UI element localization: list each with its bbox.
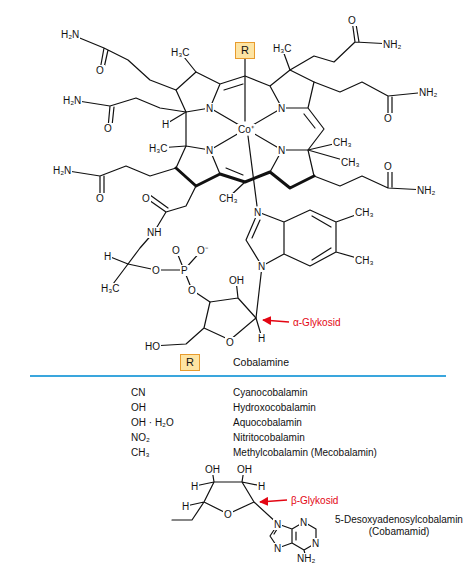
atom-label: O xyxy=(383,113,393,124)
ribose-ring xyxy=(172,469,278,524)
corrin-ring xyxy=(176,70,324,188)
atom-label: CH₃ xyxy=(332,137,353,148)
atom-label: H xyxy=(257,333,266,344)
table-cell: CN xyxy=(130,387,146,398)
atom-label: O xyxy=(103,123,113,134)
atom-label: OH xyxy=(236,464,253,475)
substituent-box: R xyxy=(180,354,200,371)
benzimidazole-ring xyxy=(246,210,364,318)
table-rule xyxy=(30,375,446,377)
atom-label: O xyxy=(151,265,161,276)
compound-name: 5-Desoxyadenosylcobalamin (Cobamamid) xyxy=(328,514,470,538)
substituent-box: R xyxy=(235,42,255,59)
atom-label: NH₂ xyxy=(416,185,436,196)
substituent-symbol: R xyxy=(241,44,249,56)
table-cell: OH · H₂O xyxy=(130,417,175,428)
corrin-front-edge xyxy=(176,168,314,188)
atom-label: O xyxy=(225,337,235,348)
substituent-symbol: R xyxy=(186,356,194,368)
atom-label: O xyxy=(383,161,393,172)
glycoside-arrow xyxy=(260,500,287,502)
table-cell: OH xyxy=(130,402,147,413)
atom-label: H₃C xyxy=(100,283,121,294)
atom-label: O xyxy=(347,15,357,26)
atom-label: P xyxy=(180,265,189,276)
atom-label: N xyxy=(277,103,286,114)
atom-label: O xyxy=(223,509,233,520)
table-cell: Nitritocobalamin xyxy=(232,432,306,443)
atom-label: N xyxy=(273,543,282,554)
table-cell: Aquocobalamin xyxy=(232,417,303,428)
atom-label: N xyxy=(205,103,214,114)
atom-label: H₂N xyxy=(60,29,80,40)
cobalt-bond xyxy=(210,59,282,206)
atom-label: NH xyxy=(146,227,162,238)
atom-label: NH₂ xyxy=(418,87,438,98)
atom-label: H xyxy=(161,119,170,130)
atom-label: H₃C xyxy=(170,47,191,58)
atom-label: O xyxy=(95,193,105,204)
atom-label: O xyxy=(171,245,181,256)
atom-label: H xyxy=(257,481,266,492)
ribose-ring xyxy=(152,280,262,346)
atom-label: H₂N xyxy=(52,165,72,176)
atom-label: H₃C xyxy=(148,143,169,154)
atom-label: OH xyxy=(228,275,245,286)
glycoside-label: β-Glykosid xyxy=(290,495,339,506)
atom-label: CH₃ xyxy=(354,255,375,266)
atom-label: H₂N xyxy=(62,95,82,106)
atom-label: N xyxy=(205,145,214,156)
table-cell: Methylcobalamin (Mecobalamin) xyxy=(232,447,378,458)
atom-label: O⁻ xyxy=(196,245,209,256)
atom-label: HO xyxy=(144,341,161,352)
atom-label: H xyxy=(181,501,190,512)
table-cell: Hydroxocobalamin xyxy=(232,402,317,413)
atom-label: N xyxy=(277,145,286,156)
table-cell: NO₂ xyxy=(130,432,151,443)
atom-label: NH₂ xyxy=(382,39,402,50)
atom-label: CH₃ xyxy=(340,157,361,168)
atom-label: NH₂ xyxy=(296,553,316,564)
atom-label: N xyxy=(253,207,262,218)
atom-label: N xyxy=(299,517,308,528)
atom-label: CH₃ xyxy=(354,207,375,218)
nucleotide-loop xyxy=(108,186,210,302)
atom-label: N xyxy=(311,538,320,549)
atom-label: N xyxy=(273,519,282,530)
table-cell: CH₃ xyxy=(130,447,151,458)
atom-label: O xyxy=(141,193,151,204)
atom-label: H₃C xyxy=(272,43,293,54)
glycoside-label: α-Glykosid xyxy=(292,317,341,328)
table-header: Cobalamine xyxy=(232,357,290,368)
atom-label: H xyxy=(190,481,199,492)
atom-label: O xyxy=(95,65,105,76)
atom-label: OH xyxy=(204,464,221,475)
atom-label: N xyxy=(257,261,266,272)
side-chain xyxy=(62,20,428,198)
atom-label: CH₃ xyxy=(218,193,239,204)
atom-label: O xyxy=(187,285,197,296)
table-cell: Cyanocobalamin xyxy=(232,387,309,398)
glycoside-arrow xyxy=(263,320,289,322)
atom-label: H xyxy=(103,251,112,262)
atom-label: Co⁺ xyxy=(237,124,255,135)
